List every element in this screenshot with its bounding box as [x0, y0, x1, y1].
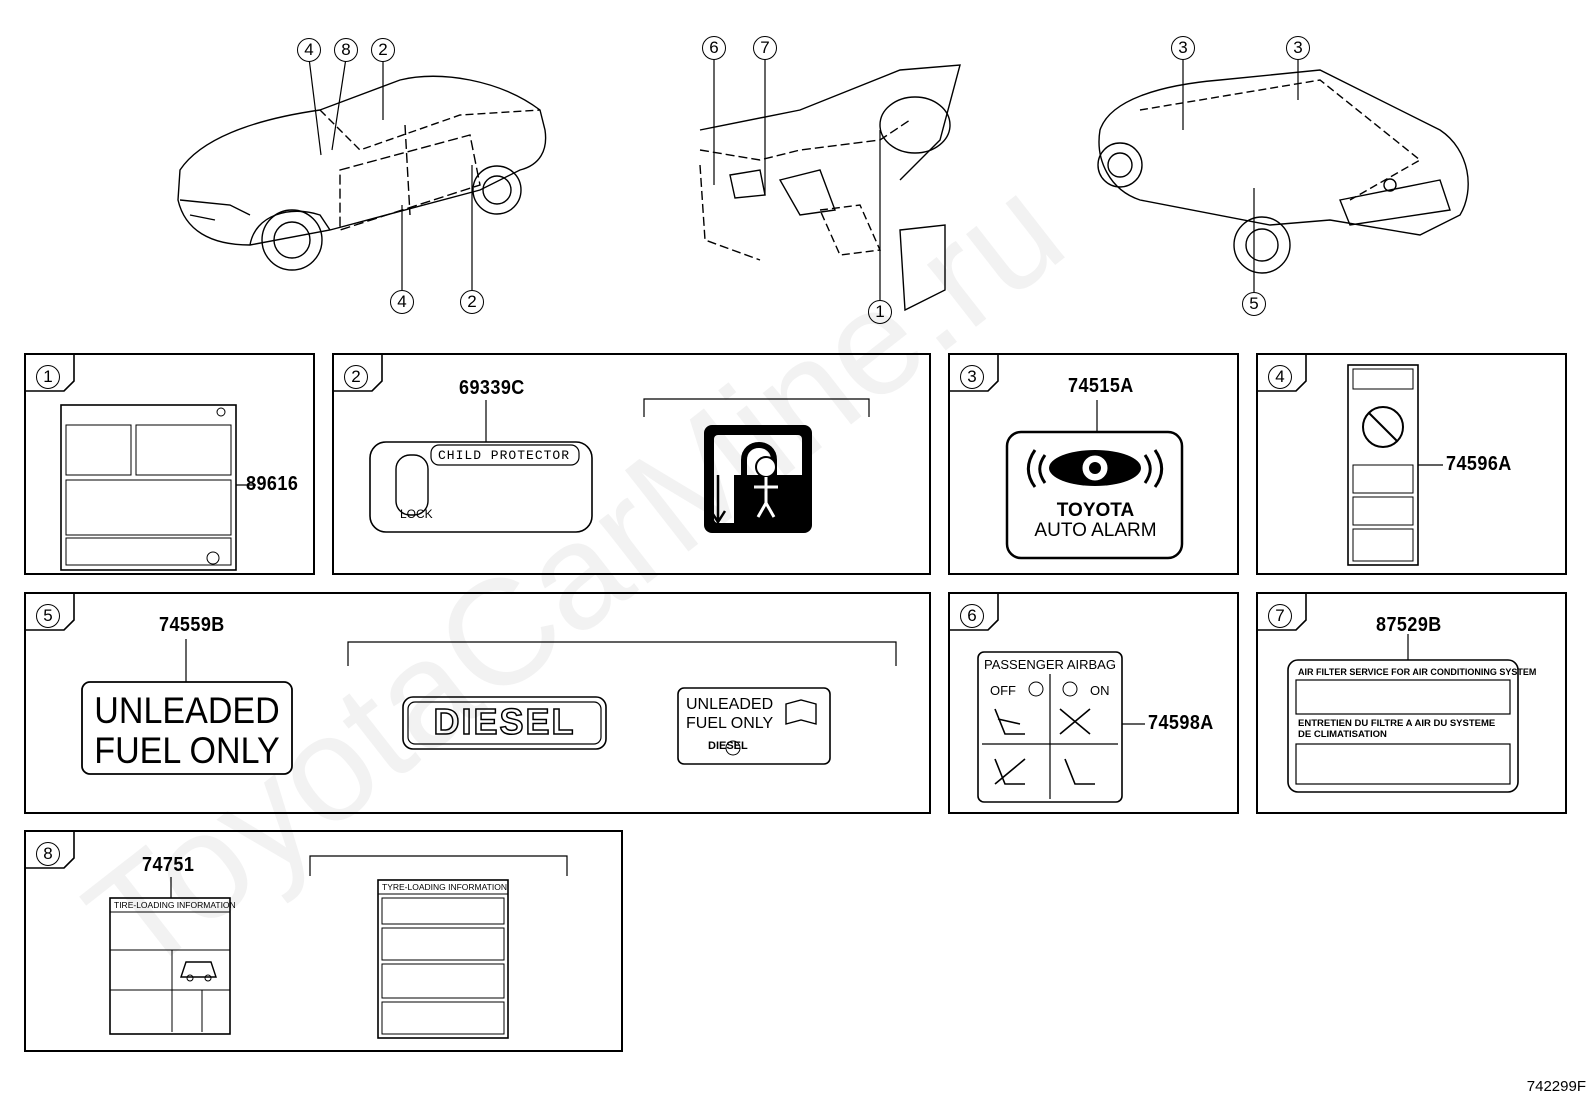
callout-circle: 3	[1286, 36, 1310, 60]
tire-loading-graphics	[26, 832, 568, 1039]
dashboard-drawing	[699, 64, 961, 312]
airbag-off: OFF	[990, 683, 1016, 698]
panel-3: 3 74515A TOYOTA AUTO ALARM	[948, 353, 1239, 575]
alarm-brand: TOYOTA	[1056, 500, 1135, 521]
callout-circle: 2	[460, 290, 484, 314]
panel-5: 5 74559B UNLEADED FUEL ONLY DIESEL UNLEA…	[24, 592, 931, 814]
callout-circle: 1	[868, 300, 892, 324]
airbag-title: PASSENGER AIRBAG	[984, 657, 1116, 672]
part-number: 74751	[142, 854, 195, 876]
figure-number: 742299F	[1526, 1078, 1586, 1095]
panel-number: 3	[960, 365, 984, 389]
panel-number: 7	[1268, 604, 1292, 628]
rear-car-drawing	[1097, 69, 1469, 274]
label-74596a-graphic	[1258, 355, 1443, 566]
part-number: 74598A	[1148, 712, 1214, 734]
panel-7: 7 87529B AIR FILTER SERVICE FOR AIR COND…	[1256, 592, 1567, 814]
part-number: 87529B	[1376, 614, 1442, 636]
lock-text: LOCK	[400, 507, 433, 521]
unleaded-line1: UNLEADED	[94, 690, 280, 731]
part-number: 69339C	[459, 377, 525, 399]
callout-circle: 2	[371, 38, 395, 62]
panel-2: 2 69339C CHILD PROTECTOR LOCK	[332, 353, 931, 575]
panel-4: 4 74596A	[1256, 353, 1567, 575]
callout-circle: 7	[753, 36, 777, 60]
child-protector-graphics	[334, 355, 870, 533]
panel-number: 6	[960, 604, 984, 628]
airbag-label-graphic	[950, 594, 1145, 803]
panel-1: 1 89616	[24, 353, 315, 575]
rear-car-callout-lines	[1182, 58, 1299, 292]
air-filter-fr1: ENTRETIEN DU FILTRE A AIR DU SYSTEME	[1298, 718, 1496, 729]
panel-number: 1	[36, 365, 60, 389]
small-unleaded-line2: FUEL ONLY	[686, 715, 774, 732]
panel-number: 8	[36, 842, 60, 866]
panel-number: 2	[344, 365, 368, 389]
auto-alarm-graphic	[950, 355, 1184, 560]
callout-circle: 6	[702, 36, 726, 60]
small-diesel-text: DIESEL	[708, 740, 748, 752]
unleaded-line2: FUEL ONLY	[94, 730, 280, 771]
dash-callout-lines	[713, 58, 881, 300]
vehicle-location-illustrations	[177, 57, 1469, 312]
air-filter-label-graphic	[1258, 594, 1519, 793]
panel-8: 8 74751 TIRE-LOADING INFORMATION TYRE-LO…	[24, 830, 623, 1052]
child-protector-title: CHILD PROTECTOR	[438, 448, 571, 463]
panel-6: 6 PASSENGER AIRBAG OFF ON 74598A	[948, 592, 1239, 814]
part-number: 74559B	[159, 614, 225, 636]
callout-circle: 8	[334, 38, 358, 62]
fuel-label-graphics	[26, 594, 897, 775]
air-filter-fr2: DE CLIMATISATION	[1298, 729, 1387, 740]
callout-circle: 4	[297, 38, 321, 62]
alarm-text: AUTO ALARM	[1034, 520, 1157, 541]
air-filter-en: AIR FILTER SERVICE FOR AIR CONDITIONING …	[1298, 667, 1537, 677]
part-number: 74596A	[1446, 453, 1512, 475]
small-unleaded-line1: UNLEADED	[686, 696, 774, 713]
callout-circle: 5	[1242, 292, 1266, 316]
part-number: 89616	[246, 473, 299, 495]
panel-number: 5	[36, 604, 60, 628]
airbag-on: ON	[1090, 683, 1110, 698]
tire-label-1-title: TIRE-LOADING INFORMATION	[114, 900, 236, 910]
panel-number: 4	[1268, 365, 1292, 389]
front-car-callout-lines	[308, 57, 473, 290]
part-number: 74515A	[1068, 375, 1134, 397]
label-89616-graphic	[26, 355, 256, 571]
front-car-drawing	[177, 75, 547, 271]
callout-circle: 3	[1171, 36, 1195, 60]
callout-circle: 4	[390, 290, 414, 314]
diesel-text: DIESEL	[433, 700, 576, 743]
tire-label-2-title: TYRE-LOADING INFORMATION	[382, 882, 507, 892]
